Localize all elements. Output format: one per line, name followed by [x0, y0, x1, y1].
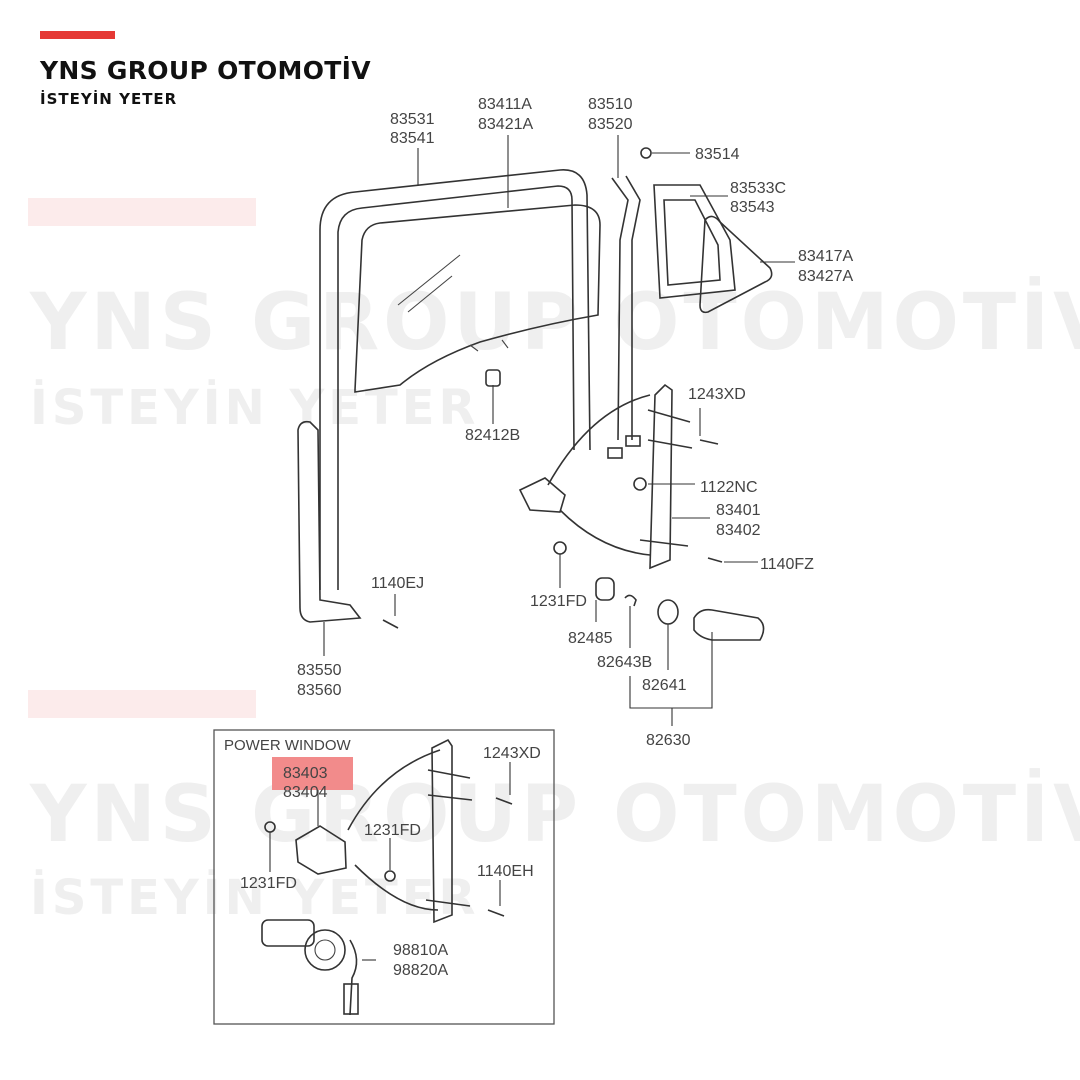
label-83411a: 83411A — [478, 96, 532, 113]
washer-82641-icon — [657, 599, 679, 625]
inset-label-83404: 83404 — [283, 784, 328, 801]
label-83560: 83560 — [297, 682, 342, 699]
inset-bolt-1243xd-icon — [495, 797, 513, 805]
label-83514: 83514 — [695, 146, 740, 163]
inset-label-98810a: 98810A — [393, 942, 448, 959]
inset-bolt-1140eh-icon — [487, 909, 505, 917]
label-1243xd: 1243XD — [688, 386, 746, 403]
label-83510: 83510 — [588, 96, 633, 113]
brand-tagline: İSTEYİN YETER — [40, 90, 178, 108]
inset-label-1231fd-a: 1231FD — [364, 822, 421, 839]
label-1122nc: 1122NC — [700, 479, 758, 496]
label-83531: 83531 — [390, 111, 435, 128]
handle-82630-icon — [693, 608, 765, 641]
bolt-1243xd-icon — [699, 439, 719, 445]
glass-run-channel — [319, 169, 591, 590]
inset-title: POWER WINDOW — [224, 737, 351, 754]
label-1231fd: 1231FD — [530, 593, 587, 610]
inset-label-1231fd-b: 1231FD — [240, 875, 297, 892]
brand-title: YNS GROUP OTOMOTİV — [40, 56, 371, 85]
quarter-window-frame — [653, 184, 736, 299]
label-83421a: 83421A — [478, 116, 533, 133]
label-83417a: 83417A — [798, 248, 853, 265]
watermark-accent-bar-bottom — [28, 690, 256, 718]
inset-bolt-1231fd-b-icon — [264, 821, 276, 833]
label-82641: 82641 — [642, 677, 687, 694]
label-83550: 83550 — [297, 662, 342, 679]
brand-accent-bar — [40, 31, 115, 39]
clip-82412b-icon — [485, 369, 501, 387]
door-glass — [354, 204, 601, 393]
inset-bolt-1231fd-a-icon — [384, 870, 396, 882]
label-83402: 83402 — [716, 522, 761, 539]
fasteners — [382, 439, 723, 629]
screw-83514-icon — [640, 147, 652, 159]
label-83520: 83520 — [588, 116, 633, 133]
label-1140fz: 1140FZ — [760, 556, 814, 573]
bolt-1231fd-icon — [553, 541, 567, 555]
watermark-accent-bar-top — [28, 198, 256, 226]
label-83427a: 83427A — [798, 268, 853, 285]
bolt-1140fz-icon — [707, 557, 723, 563]
window-motor-icon — [261, 919, 359, 1016]
label-83401: 83401 — [716, 502, 761, 519]
leader-lines — [323, 135, 795, 726]
highlight-83403 — [272, 757, 353, 790]
inset-label-98820a: 98820A — [393, 962, 448, 979]
inset-frame — [213, 729, 555, 1025]
watermark-title-bottom: YNS GROUP OTOMOTİV — [30, 770, 1080, 860]
label-83543: 83543 — [730, 199, 775, 216]
label-82485: 82485 — [568, 630, 613, 647]
handle-assembly — [595, 577, 765, 641]
lower-channel — [297, 420, 362, 623]
label-1140ej: 1140EJ — [371, 575, 424, 592]
part-labels: 83531 83541 83411A 83421A 83510 83520 83… — [297, 96, 853, 749]
bolt-1140ej-icon — [382, 619, 399, 629]
quarter-glass — [699, 215, 773, 314]
inset-label-83403: 83403 — [283, 765, 328, 782]
spacer-82485-icon — [595, 577, 615, 601]
label-83533c: 83533C — [730, 180, 786, 197]
watermark-tagline-bottom: İSTEYİN YETER — [30, 870, 480, 926]
bolt-1122nc-icon — [633, 477, 647, 491]
power-window-inset: POWER WINDOW 83403 83404 1243XD 12 — [213, 729, 555, 1025]
clip-82643b-icon — [624, 594, 637, 607]
label-82412b: 82412B — [465, 427, 520, 444]
inset-label-1140eh: 1140EH — [477, 863, 534, 880]
label-82630: 82630 — [646, 732, 691, 749]
rear-channel — [611, 147, 652, 441]
watermark-tagline-top: İSTEYİN YETER — [30, 380, 480, 436]
window-regulator — [518, 383, 693, 570]
label-82643b: 82643B — [597, 654, 652, 671]
inset-label-1243xd: 1243XD — [483, 745, 541, 762]
label-83541: 83541 — [390, 130, 435, 147]
